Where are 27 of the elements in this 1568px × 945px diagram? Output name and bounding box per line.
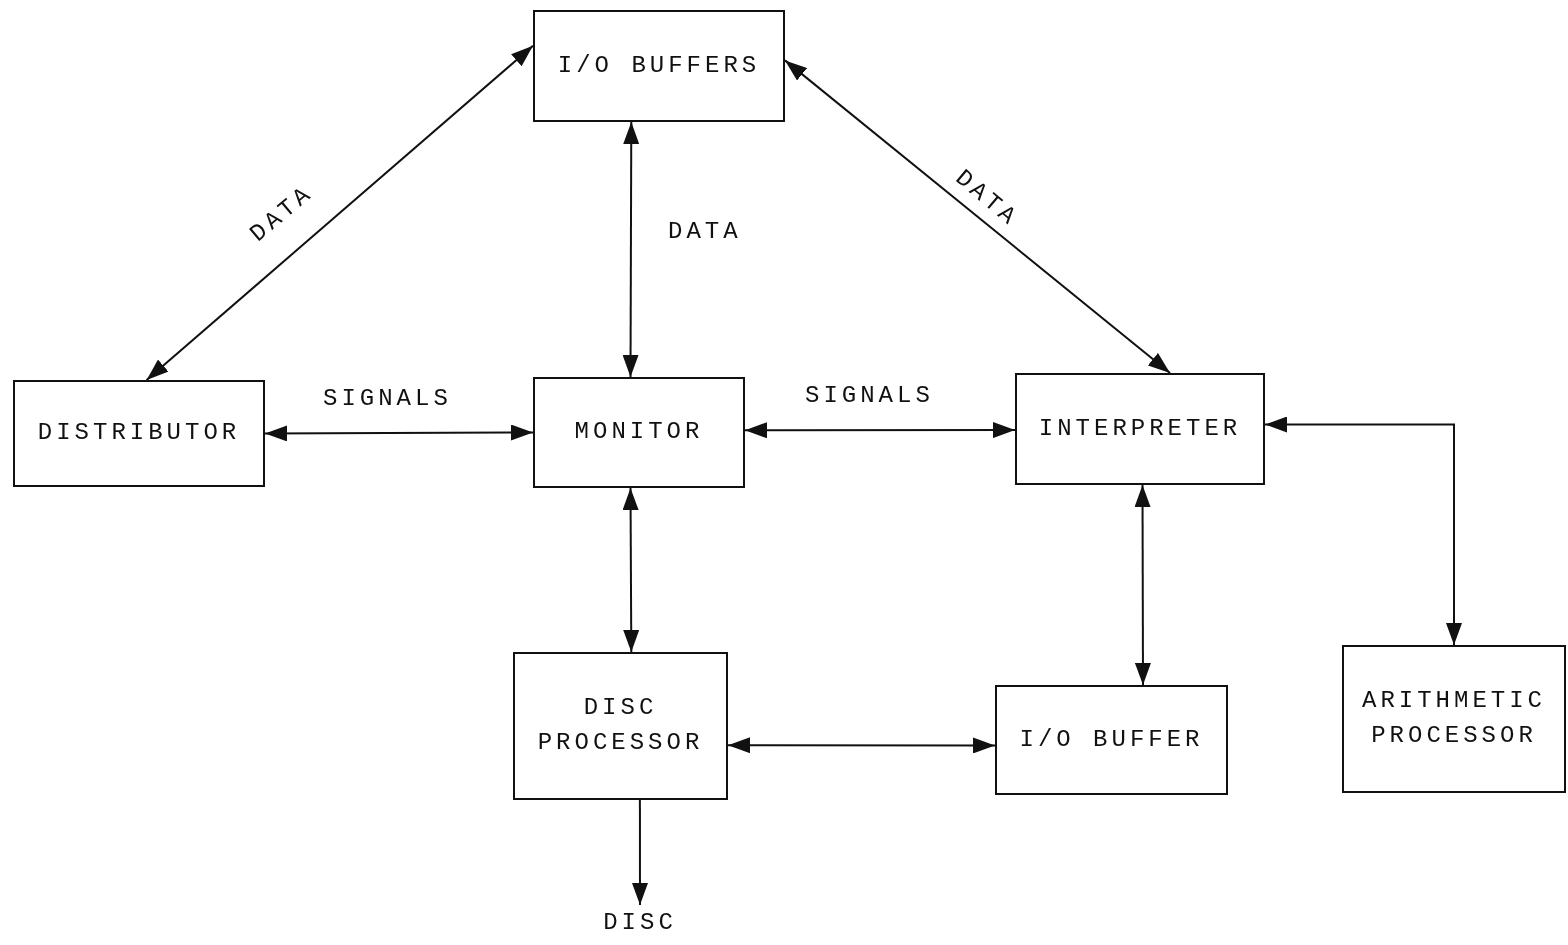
- box-label: DISC PROCESSOR: [536, 693, 705, 758]
- process-box: [533, 10, 785, 122]
- box-label: MONITOR: [574, 417, 704, 448]
- process-box: [1342, 645, 1566, 793]
- process-box: [13, 380, 265, 487]
- edge-label: SIGNALS: [805, 382, 934, 409]
- arrow: [784, 59, 1171, 374]
- arrow: [622, 121, 640, 378]
- box-label: DISTRIBUTOR: [37, 418, 241, 449]
- process-box: [1015, 373, 1265, 485]
- arrow: [145, 44, 534, 381]
- arrow: [622, 487, 640, 653]
- arrow: [632, 799, 648, 906]
- edge-label: DATA: [668, 218, 742, 245]
- process-box: [995, 685, 1228, 795]
- arrow: [727, 737, 996, 754]
- arrow: [1134, 484, 1151, 686]
- box-label: I/O BUFFERS: [557, 50, 761, 81]
- box-label: INTERPRETER: [1038, 413, 1242, 444]
- arrow: [264, 424, 534, 442]
- edge-label: SIGNALS: [323, 385, 452, 412]
- arrow: [1264, 416, 1462, 646]
- box-label: ARITHMETIC PROCESSOR: [1361, 686, 1547, 751]
- process-box: [513, 652, 728, 800]
- arrow: [744, 422, 1016, 439]
- box-label: I/O BUFFER: [1019, 724, 1204, 755]
- process-box: [533, 377, 745, 488]
